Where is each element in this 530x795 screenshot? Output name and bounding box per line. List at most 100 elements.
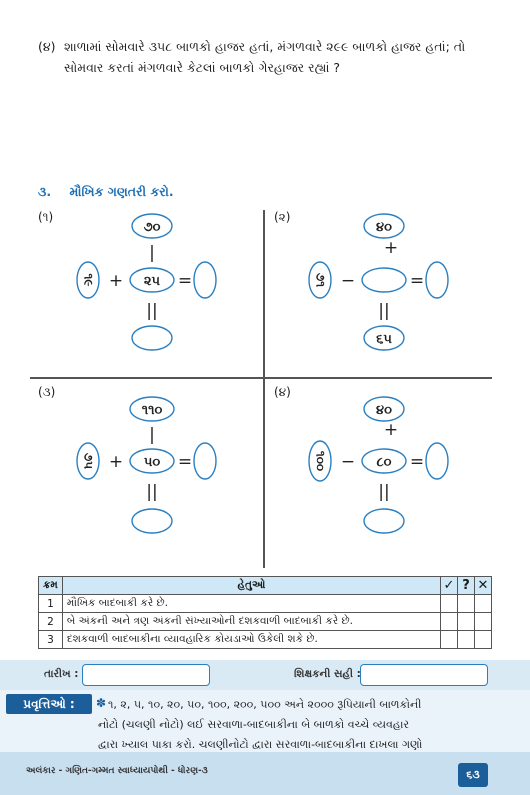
top-oval[interactable] [363, 213, 405, 239]
bottom-equals: || [146, 482, 157, 502]
col-objectives: હેતુઓ [61, 576, 442, 595]
row-objective: મૌખિક બાદબાકી કરે છે. [61, 594, 442, 613]
date-signature-bar: તારીખ : શિક્ષકની સહી : [0, 660, 530, 690]
bottom-equals: || [378, 301, 389, 321]
check-cell[interactable] [440, 630, 458, 649]
question-number: (૪) [38, 39, 56, 54]
teacher-sign-label: શિક્ષકની સહી : [294, 668, 361, 680]
center-value: ૫૦ [144, 455, 161, 470]
activity-line-2: નોટો (ચલણી નોટો) લઈ સરવાળા-બાદબાકીના બે … [98, 718, 410, 731]
activity-line-1: ૧, ૨, ૫, ૧૦, ૨૦, ૫૦, ૧૦૦, ૨૦૦, ૫૦૦ અને ૨… [108, 698, 422, 711]
col-serial: ક્રમ [38, 576, 63, 595]
activities-text: ૧, ૨, ૫, ૧૦, ૨૦, ૫૦, ૧૦૦, ૨૦૦, ૫૦૦ અને ૨… [98, 695, 516, 755]
left-oval[interactable] [76, 442, 100, 480]
activities-section: પ્રવૃત્તિઓ : ✽ ૧, ૨, ૫, ૧૦, ૨૦, ૫૦, ૧૦૦,… [0, 690, 530, 752]
puzzle-1-label: (૧) [38, 210, 54, 224]
left-operator: − [341, 452, 355, 472]
top-oval[interactable] [363, 396, 405, 422]
top-operator: + [384, 420, 398, 440]
table-row: 1 મૌખિક બાદબાકી કરે છે. [38, 594, 492, 613]
bottom-oval[interactable] [131, 325, 173, 351]
right-equals: = [410, 271, 424, 291]
left-operator: − [341, 271, 355, 291]
puzzle-4-label: (૪) [274, 385, 291, 399]
question-cell[interactable] [457, 594, 475, 613]
center-oval[interactable] [361, 448, 407, 474]
left-oval[interactable] [308, 261, 332, 299]
question-cell[interactable] [457, 612, 475, 631]
question-4: (૪) શાળામાં સોમવારે ૩૫૮ બાળકો હાજર હતાં,… [38, 36, 508, 78]
right-oval[interactable] [193, 442, 217, 480]
left-value: ૭૫ [82, 453, 96, 469]
top-value: ૧૧૦ [142, 403, 163, 418]
right-oval[interactable] [425, 442, 449, 480]
center-oval[interactable] [361, 267, 407, 293]
puzzle-3-label: (૩) [38, 385, 56, 399]
top-value: ૪૦ [376, 220, 392, 235]
table-row: 2 બે અંકની અને ત્રણ અંકની સંખ્યાઓની દશકવ… [38, 612, 492, 631]
row-serial: 2 [38, 612, 63, 631]
puzzle-1: ૭૦ | ૨૫ ૧૯ + = || [76, 213, 217, 351]
date-label: તારીખ : [44, 668, 79, 680]
bottom-oval[interactable] [131, 508, 173, 534]
puzzle-2-label: (૨) [274, 210, 291, 224]
page-number: ૬૩ [458, 763, 488, 787]
question-line-1: શાળામાં સોમવારે ૩૫૮ બાળકો હાજર હતાં, મંગ… [64, 39, 466, 54]
cross-cell[interactable] [474, 594, 492, 613]
activity-line-3: દ્વારા ખ્યાલ પાકા કરો. ચલણીનોટો દ્વારા સ… [98, 738, 423, 751]
top-oval[interactable] [129, 396, 175, 422]
top-value: ૪૦ [376, 403, 392, 418]
left-operator: + [109, 271, 123, 291]
top-operator: | [149, 425, 155, 445]
teacher-sign-field[interactable] [360, 664, 488, 686]
date-field[interactable] [82, 664, 210, 686]
top-oval[interactable] [131, 213, 173, 239]
check-mark-icon: ✓ [440, 576, 458, 595]
top-operator: + [384, 238, 398, 258]
center-oval[interactable] [129, 448, 175, 474]
activities-badge: પ્રવૃત્તિઓ : [6, 694, 92, 714]
left-oval[interactable] [308, 440, 332, 482]
row-serial: 3 [38, 630, 63, 649]
left-value: ૧૯ [82, 274, 96, 287]
top-operator: | [149, 243, 155, 263]
puzzle-4: ૪૦ + ૮૦ ૧૦૦ − = || [308, 396, 449, 534]
check-cell[interactable] [440, 612, 458, 631]
puzzle-2: ૪૦ + ૭૧ − = || ૬૫ [308, 213, 449, 351]
left-operator: + [109, 452, 123, 472]
right-oval[interactable] [425, 261, 449, 299]
right-oval[interactable] [193, 261, 217, 299]
grid-horizontal-divider [30, 377, 492, 379]
bottom-equals: || [146, 301, 157, 321]
section-heading: ૩. મૌખિક ગણતરી કરો. [38, 184, 174, 200]
book-title: અલંકાર - ગણિત-ગમ્મત સ્વાધ્યાયપોથી - ધોરણ… [26, 766, 208, 776]
center-value: ૨૫ [144, 274, 161, 289]
cross-cell[interactable] [474, 630, 492, 649]
bottom-oval[interactable] [363, 508, 405, 534]
check-cell[interactable] [440, 594, 458, 613]
row-serial: 1 [38, 594, 63, 613]
bottom-value: ૬૫ [376, 332, 392, 347]
right-equals: = [178, 452, 192, 472]
star-bullet-icon: ✽ [96, 696, 107, 710]
grid-vertical-divider [263, 210, 265, 568]
center-oval[interactable] [129, 267, 175, 293]
row-objective: બે અંકની અને ત્રણ અંકની સંખ્યાઓની દશકવાળ… [61, 612, 442, 631]
top-value: ૭૦ [144, 220, 161, 235]
question-mark-icon: ? [457, 576, 475, 595]
bottom-oval[interactable] [363, 325, 405, 351]
section-title: મૌખિક ગણતરી કરો. [69, 184, 174, 199]
row-objective: દશકવાળી બાદબાકીના વ્યાવહારિક કોયડાઓ ઉકેલ… [61, 630, 442, 649]
left-oval[interactable] [76, 261, 100, 299]
question-line-2: સોમવાર કરતાં મંગળવારે કેટલાં બાળકો ગેરહા… [64, 60, 341, 75]
section-number: ૩. [38, 184, 52, 199]
table-row: 3 દશકવાળી બાદબાકીના વ્યાવહારિક કોયડાઓ ઉક… [38, 630, 492, 649]
bottom-equals: || [378, 482, 389, 502]
center-value: ૮૦ [377, 455, 392, 470]
left-value: ૧૦૦ [314, 451, 328, 471]
page-footer: અલંકાર - ગણિત-ગમ્મત સ્વાધ્યાયપોથી - ધોરણ… [0, 752, 530, 795]
question-cell[interactable] [457, 630, 475, 649]
right-equals: = [178, 271, 192, 291]
puzzle-3: ૧૧૦ | ૫૦ ૭૫ + = || [76, 396, 217, 534]
cross-cell[interactable] [474, 612, 492, 631]
